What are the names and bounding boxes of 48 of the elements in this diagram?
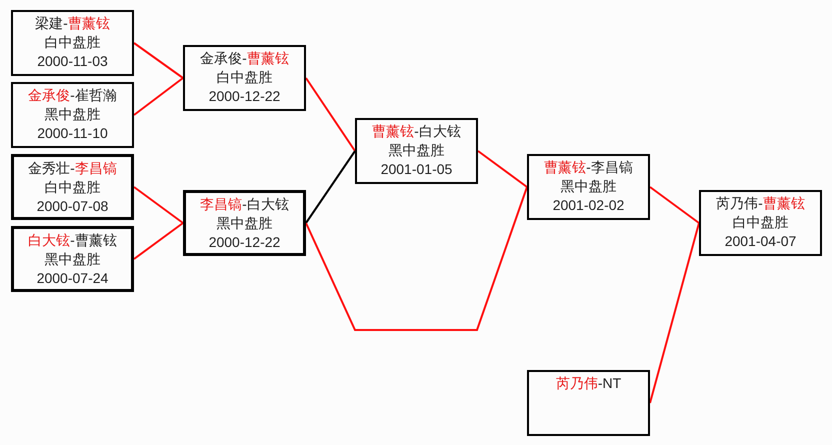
- match-box: [11, 154, 134, 220]
- bracket-line: [649, 186, 700, 224]
- game-date: 2000-12-22: [208, 87, 280, 106]
- game-result: 黑中盘胜: [44, 105, 100, 124]
- player-names: 金承俊-崔哲瀚: [28, 86, 117, 105]
- game-result: 白中盘胜: [732, 213, 788, 232]
- game-result: 白中盘胜: [44, 33, 100, 52]
- player-names: 金秀壮-李昌镐: [28, 159, 117, 178]
- match-box: [11, 82, 134, 148]
- game-result: 黑中盘胜: [216, 214, 272, 233]
- game-date: 2000-07-08: [36, 197, 108, 216]
- player-names: 白大铉-曹薰铉: [28, 231, 117, 250]
- match-box: [183, 45, 306, 111]
- player-names: 李昌镐-白大铉: [200, 195, 289, 214]
- bracket-line: [133, 42, 184, 79]
- game-date: 2000-07-24: [36, 269, 108, 288]
- player-names: 曹薰铉-白大铉: [372, 122, 461, 141]
- match-box: [183, 190, 306, 256]
- game-date: 2000-12-22: [208, 233, 280, 252]
- bracket-line: [477, 150, 528, 188]
- game-result: 黑中盘胜: [388, 141, 444, 160]
- game-result: 黑中盘胜: [560, 177, 616, 196]
- player-names: 金承俊-曹薰铉: [200, 49, 289, 68]
- match-box: [527, 154, 650, 220]
- player-names: 芮乃伟-曹薰铉: [716, 194, 805, 213]
- game-date: 2001-02-02: [552, 196, 624, 215]
- bracket-line: [649, 222, 700, 404]
- game-date: 2001-04-07: [724, 232, 796, 251]
- player-names: 芮乃伟-NT: [556, 374, 622, 393]
- bracket-line: [305, 150, 356, 224]
- game-date: 2000-11-10: [37, 124, 108, 143]
- match-box: [699, 190, 822, 256]
- match-box: [11, 10, 134, 76]
- player-names: 曹薰铉-李昌镐: [544, 158, 633, 177]
- bracket-line: [133, 222, 184, 260]
- bracket-line: [305, 77, 356, 152]
- bracket-line: [305, 186, 528, 331]
- game-result: 白中盘胜: [44, 178, 100, 197]
- match-box: [11, 226, 134, 292]
- match-box: [355, 118, 478, 184]
- player-names: 梁建-曹薰铉: [35, 14, 110, 33]
- match-box: [527, 370, 650, 436]
- game-date: 2001-01-05: [380, 160, 452, 179]
- game-result: 白中盘胜: [216, 68, 272, 87]
- bracket-line: [133, 186, 184, 224]
- game-result: 黑中盘胜: [44, 250, 100, 269]
- game-date: 2000-11-03: [37, 52, 108, 71]
- bracket-line: [133, 77, 184, 116]
